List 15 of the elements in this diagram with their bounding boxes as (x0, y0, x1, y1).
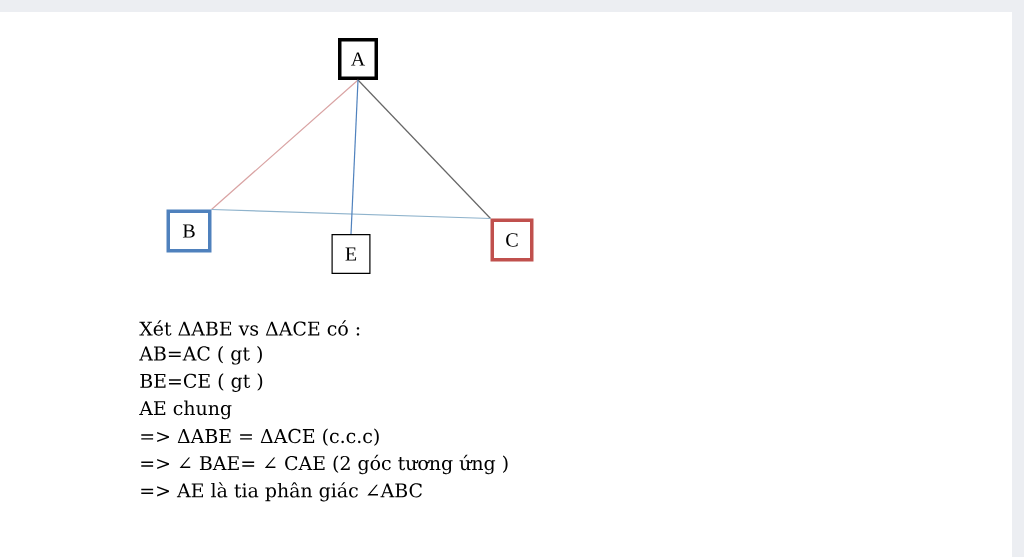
proof-line: => AE là tia phân giác ∠ABC (141, 482, 422, 502)
vertex-label-box: C (490, 218, 534, 262)
proof-line: Xét ΔABE vs ΔACE có : (139, 320, 360, 336)
proof-line: => ΔABE = ΔACE (c.c.c) (141, 428, 379, 446)
proof-line: => ∠ BAE= ∠ CAE (2 góc tương ứng ) (141, 454, 508, 475)
triangle-side (210, 79, 359, 211)
vertex-label-box: A (338, 38, 378, 80)
proof-line: AB=AC ( gt ) (139, 346, 262, 365)
vertex-label-box: E (331, 234, 371, 274)
vertex-label-box: B (166, 209, 212, 253)
triangle-side (210, 208, 492, 220)
proof-line: AE chung (139, 400, 232, 420)
proof-line: BE=CE ( gt ) (140, 373, 263, 392)
triangle-side (357, 79, 492, 220)
triangle-side (350, 79, 359, 235)
